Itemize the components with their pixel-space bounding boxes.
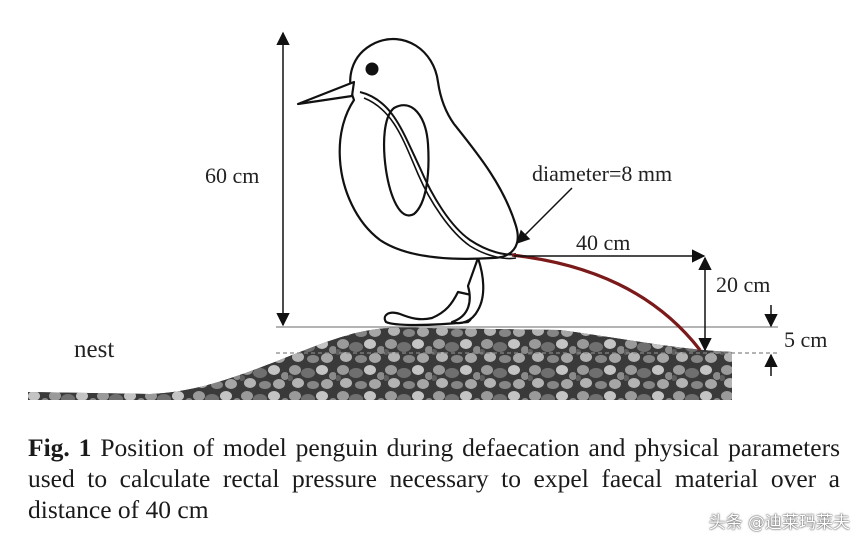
offset-label: 5 cm (784, 327, 827, 352)
penguin-beak (296, 80, 356, 106)
figure-diagram: 60 cm diameter=8 mm 40 cm 20 cm 5 cm nes… (28, 31, 827, 400)
figure-caption: Fig. 1 Position of model penguin during … (28, 432, 840, 525)
diameter-pointer-arrow (516, 187, 573, 244)
penguin-eye (365, 62, 379, 76)
nest-label: nest (74, 336, 114, 363)
penguin-back-stripe (359, 91, 517, 256)
penguin-leg (450, 256, 485, 325)
height-label: 60 cm (205, 163, 259, 188)
watermark: 头条 @迪莱玛莱夫 (708, 513, 850, 533)
diameter-label: diameter=8 mm (532, 161, 672, 186)
penguin-wing (382, 104, 430, 217)
drop-label: 20 cm (716, 272, 770, 297)
distance-label: 40 cm (576, 230, 630, 255)
faecal-trajectory (511, 253, 702, 351)
penguin-illustration (296, 37, 519, 327)
caption-figure-label: Fig. 1 (28, 433, 92, 462)
caption-text: Position of model penguin during defaeca… (28, 433, 840, 524)
nest-ground (28, 327, 732, 400)
